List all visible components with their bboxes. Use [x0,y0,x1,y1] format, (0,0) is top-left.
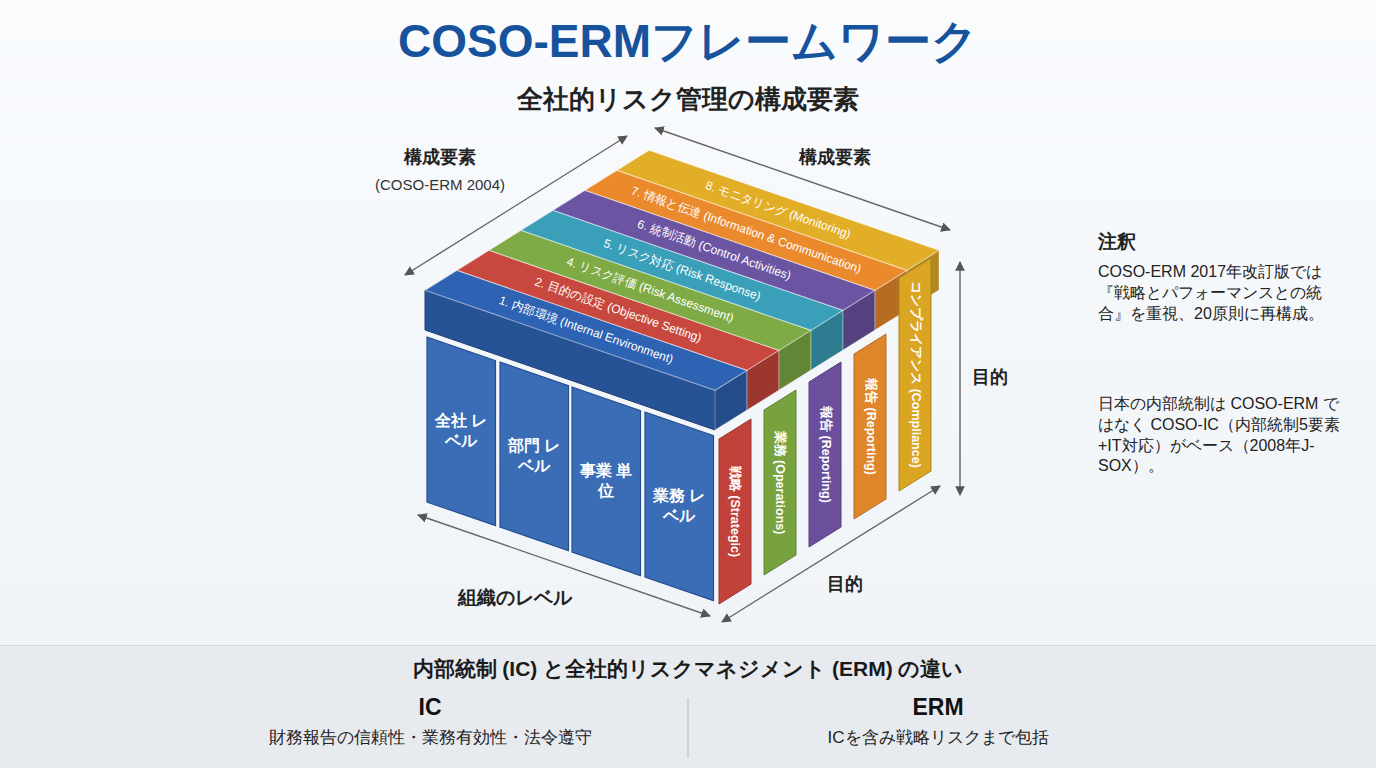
objective-label: 報告 (Reporting) [817,406,834,503]
column-text: 財務報告の信頼性・業務有効性・法令遵守 [230,726,630,749]
org-level-block: 部門 レベル [500,362,569,551]
axis-label: (COSO-ERM 2004) [375,175,505,195]
column-text: ICを含み戦略リスクまで包括 [738,726,1138,749]
subtitle: 全社的リスク管理の構成要素 [517,83,859,117]
block-shape [427,337,496,526]
panel-heading: 内部統制 (IC) と全社的リスクマネジメント (ERM) の違い [0,655,1376,683]
objective-label: 戦略 (Strategic) [727,465,744,556]
objective-bar: 報告 (Reporting) [854,334,886,519]
comparison-column: ERM ICを含み戦略リスクまで包括 [738,694,1138,749]
org-level-label: 部門 レベル [504,436,565,476]
note-text: 日本の内部統制は COSO-ERM ではなく COSO-IC（内部統制5要素+I… [1098,394,1353,477]
column-text: ERM [738,694,1138,721]
axis-label: 構成要素 [799,146,871,169]
column-text: IC [230,694,630,721]
comparison-column: IC 財務報告の信頼性・業務有効性・法令遵守 [230,694,630,749]
objective-bar: 業務 (Operations) [764,390,796,575]
axis-label: 注釈 [1098,230,1136,255]
axis-label: 構成要素 [404,146,476,169]
block-shape [500,362,569,551]
objective-bar: 戦略 (Strategic) [719,419,751,604]
comparison-panel: IC 財務報告の信頼性・業務有効性・法令遵守 ERM ICを含み戦略リスクまで包括 内部… [0,645,1376,768]
title: COSO-ERMフレームワーク [398,11,978,73]
org-level-label: 事業 単位 [576,461,637,501]
block-shape [572,387,641,576]
objective-label: 報告 (Reporting) [862,378,879,475]
objective-label: コンプライアンス (Compliance) [907,281,924,468]
objective-bar: 報告 (Reporting) [809,362,841,547]
axis-label: 目的 [827,573,863,596]
objective-bar: コンプライアンス (Compliance) [899,258,931,491]
axis-label: 組織のレベル [458,586,572,611]
org-level-block: 業務 レベル [645,412,714,601]
axis-label: 目的 [972,366,1008,389]
dimension-line [959,262,960,495]
org-level-block: 全社 レベル [427,337,496,526]
note-text: COSO-ERM 2017年改訂版では『戦略とパフォーマンスとの統合』を重視、2… [1098,262,1353,324]
org-level-label: 全社 レベル [431,411,492,451]
block-shape [645,412,714,601]
objective-label: 業務 (Operations) [772,431,789,535]
org-level-label: 業務 レベル [649,486,710,526]
org-level-block: 事業 単位 [572,387,641,576]
